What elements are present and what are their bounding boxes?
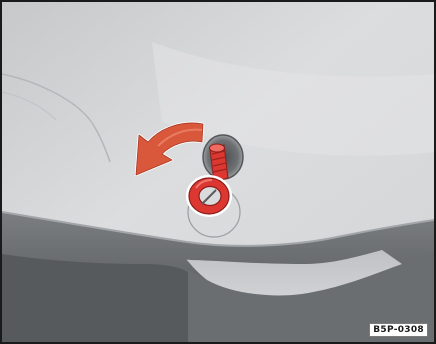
figure-reference-code: B5P-0308 (369, 323, 428, 337)
vehicle-front-bumper-drawing (2, 2, 434, 342)
bumper-corner (2, 254, 188, 342)
